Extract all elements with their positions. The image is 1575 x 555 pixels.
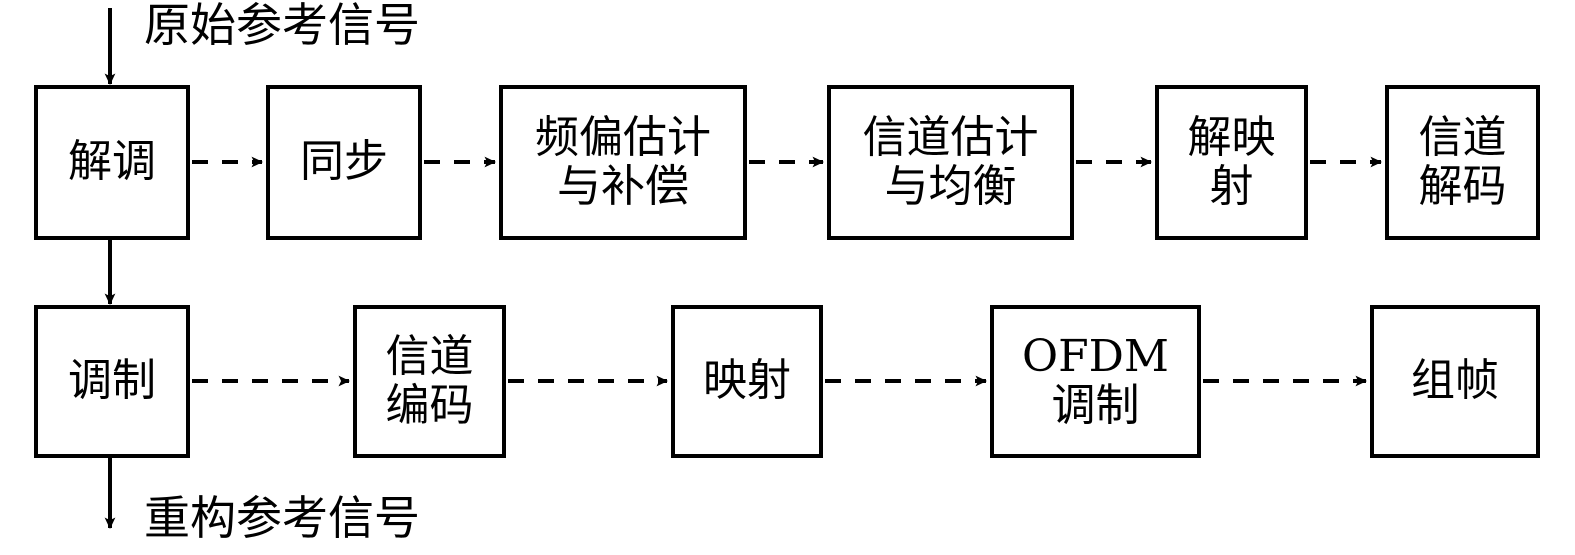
node-modulation-line1: 调制 bbox=[68, 355, 156, 407]
node-synchronization-line1: 同步 bbox=[300, 136, 388, 188]
node-channel-coding-line2: 编码 bbox=[385, 379, 474, 431]
node-ofdm-modulation-line1: OFDM bbox=[1022, 330, 1169, 382]
node-channel-estimation-line2: 与均衡 bbox=[884, 160, 1017, 212]
node-demapping-line2: 射 bbox=[1209, 160, 1254, 212]
node-demodulation-line1: 解调 bbox=[68, 136, 156, 188]
node-channel-coding[interactable]: 信道 编码 bbox=[353, 305, 506, 458]
node-modulation[interactable]: 调制 bbox=[34, 305, 190, 458]
node-cfo-estimation-line1: 频偏估计 bbox=[535, 111, 711, 163]
node-channel-decoding-line1: 信道 bbox=[1418, 111, 1507, 163]
output-signal-label: 重构参考信号 bbox=[144, 491, 420, 545]
node-demapping[interactable]: 解映 射 bbox=[1155, 85, 1308, 240]
node-synchronization[interactable]: 同步 bbox=[266, 85, 422, 240]
node-demapping-line1: 解映 bbox=[1187, 111, 1276, 163]
node-cfo-estimation[interactable]: 频偏估计 与补偿 bbox=[499, 85, 747, 240]
node-cfo-estimation-line2: 与补偿 bbox=[557, 160, 689, 212]
node-channel-estimation[interactable]: 信道估计 与均衡 bbox=[827, 85, 1074, 240]
node-mapping[interactable]: 映射 bbox=[671, 305, 823, 458]
node-ofdm-modulation-line2: 调制 bbox=[1051, 379, 1140, 431]
node-mapping-line1: 映射 bbox=[703, 355, 791, 407]
node-channel-decoding[interactable]: 信道 解码 bbox=[1385, 85, 1540, 240]
node-framing-line1: 组帧 bbox=[1411, 355, 1499, 407]
node-ofdm-modulation[interactable]: OFDM 调制 bbox=[990, 305, 1201, 458]
node-framing[interactable]: 组帧 bbox=[1370, 305, 1540, 458]
input-signal-label: 原始参考信号 bbox=[144, 0, 420, 52]
node-channel-coding-line1: 信道 bbox=[385, 330, 474, 382]
node-channel-decoding-line2: 解码 bbox=[1418, 160, 1507, 212]
node-demodulation[interactable]: 解调 bbox=[34, 85, 190, 240]
node-channel-estimation-line1: 信道估计 bbox=[862, 111, 1039, 163]
